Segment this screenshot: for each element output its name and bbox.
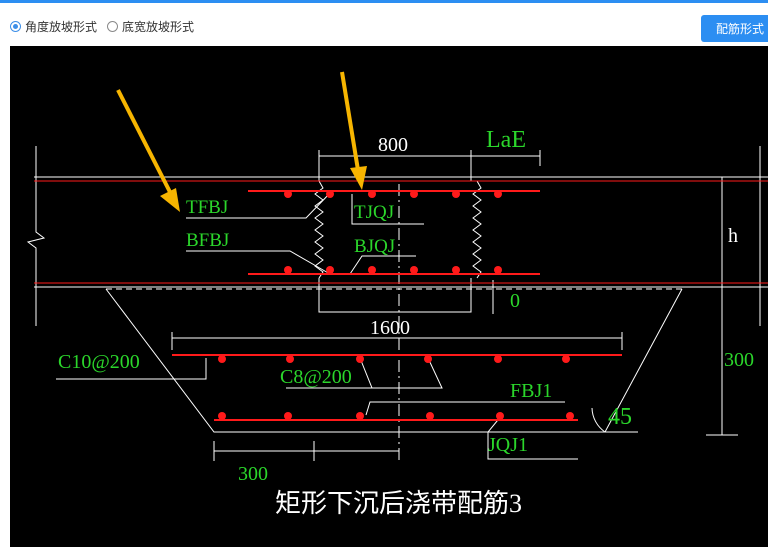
rebar-dot (424, 355, 432, 363)
pit-trapezoid (105, 288, 683, 433)
rebar-dot (494, 190, 502, 198)
leader-c10 (56, 358, 207, 380)
rebar-dot (452, 266, 460, 274)
rebar-form-button[interactable]: 配筋形式 (701, 15, 768, 42)
rebar-dot (496, 412, 504, 420)
green-labels: LaE TFBJ BFBJ TJQJ BJQJ 0 C10@200 C8@200… (58, 127, 754, 485)
radio-selected-icon[interactable] (10, 21, 21, 32)
white-labels: 800 1600 h 矩形下沉后浇带配筋3 (275, 134, 738, 518)
rebar-dot (494, 266, 502, 274)
rebar-dot (326, 190, 334, 198)
rebar-dot (368, 266, 376, 274)
angle-arc (591, 407, 606, 433)
slope-type-radio-group: 角度放坡形式 底宽放坡形式 (10, 18, 194, 35)
toolbar: 角度放坡形式 底宽放坡形式 配筋形式 (0, 0, 768, 46)
rebar-dot (410, 266, 418, 274)
rebar-dot (566, 412, 574, 420)
rebar-dot (356, 412, 364, 420)
bjqj-label: BJQJ (354, 236, 395, 257)
leader-tfbj (186, 190, 333, 219)
arrow-right-shaft (340, 71, 360, 171)
leader-tjqj (351, 194, 424, 225)
rebar-diagram: 800 1600 h 矩形下沉后浇带配筋3 LaE TFBJ BFBJ TJQJ… (26, 71, 768, 518)
zigzag-left (314, 180, 324, 279)
highlight-arrows (116, 71, 367, 212)
dim-300-bottom-label: 300 (238, 463, 268, 485)
leader-fbj1 (365, 401, 565, 416)
rebar-lines (34, 180, 768, 421)
leader-jqj1 (487, 414, 578, 460)
leader-bjqj (349, 255, 416, 275)
angle-label: 45 (608, 404, 632, 430)
rebar-dot (284, 412, 292, 420)
radio-bottom-width-slope[interactable]: 底宽放坡形式 (107, 18, 194, 35)
rebar-dot (562, 355, 570, 363)
leader-c8-b (372, 357, 443, 389)
diagram-title: 矩形下沉后浇带配筋3 (275, 489, 522, 518)
rebar-dot (326, 266, 334, 274)
rebar-dot (356, 355, 364, 363)
rebar-dot (284, 266, 292, 274)
arrow-left-shaft (116, 89, 174, 197)
arrow-right-head (350, 166, 367, 190)
c10-label: C10@200 (58, 351, 140, 373)
rebar-dot (426, 412, 434, 420)
dim-800-label: 800 (378, 134, 408, 156)
rebar-dot (218, 355, 226, 363)
rebar-dot (286, 355, 294, 363)
rebar-dot (368, 190, 376, 198)
rebar-dot (452, 190, 460, 198)
rebar-dot (410, 190, 418, 198)
sink-step-line (318, 278, 472, 313)
radio-angle-slope-label: 角度放坡形式 (25, 20, 98, 34)
radio-angle-slope[interactable]: 角度放坡形式 (10, 18, 97, 35)
rebar-dot (218, 412, 226, 420)
dim-h-label: h (728, 225, 738, 247)
rebar-dot (284, 190, 292, 198)
radio-unselected-icon[interactable] (107, 21, 119, 32)
dim-0-label: 0 (510, 290, 520, 312)
fbj1-label: FBJ1 (510, 380, 552, 402)
c8-label: C8@200 (280, 366, 352, 388)
tfbj-label: TFBJ (186, 197, 228, 218)
dim-300-right-label: 300 (724, 349, 754, 371)
leader-bfbj (186, 250, 331, 275)
slab-outline (26, 146, 768, 461)
bfbj-label: BFBJ (186, 230, 229, 251)
dim-1600-label: 1600 (370, 317, 410, 339)
jqj1-label: JQJ1 (488, 434, 528, 456)
tjqj-label: TJQJ (354, 202, 394, 223)
rebar-dot (494, 355, 502, 363)
radio-bottom-width-slope-label: 底宽放坡形式 (122, 20, 195, 34)
rebar-dots (218, 190, 574, 420)
drawing-canvas: 800 1600 h 矩形下沉后浇带配筋3 LaE TFBJ BFBJ TJQJ… (10, 46, 768, 547)
zigzag-right (472, 180, 482, 279)
arrow-left-head (160, 188, 180, 212)
lae-label: LaE (486, 127, 526, 153)
left-break-line (26, 146, 46, 326)
